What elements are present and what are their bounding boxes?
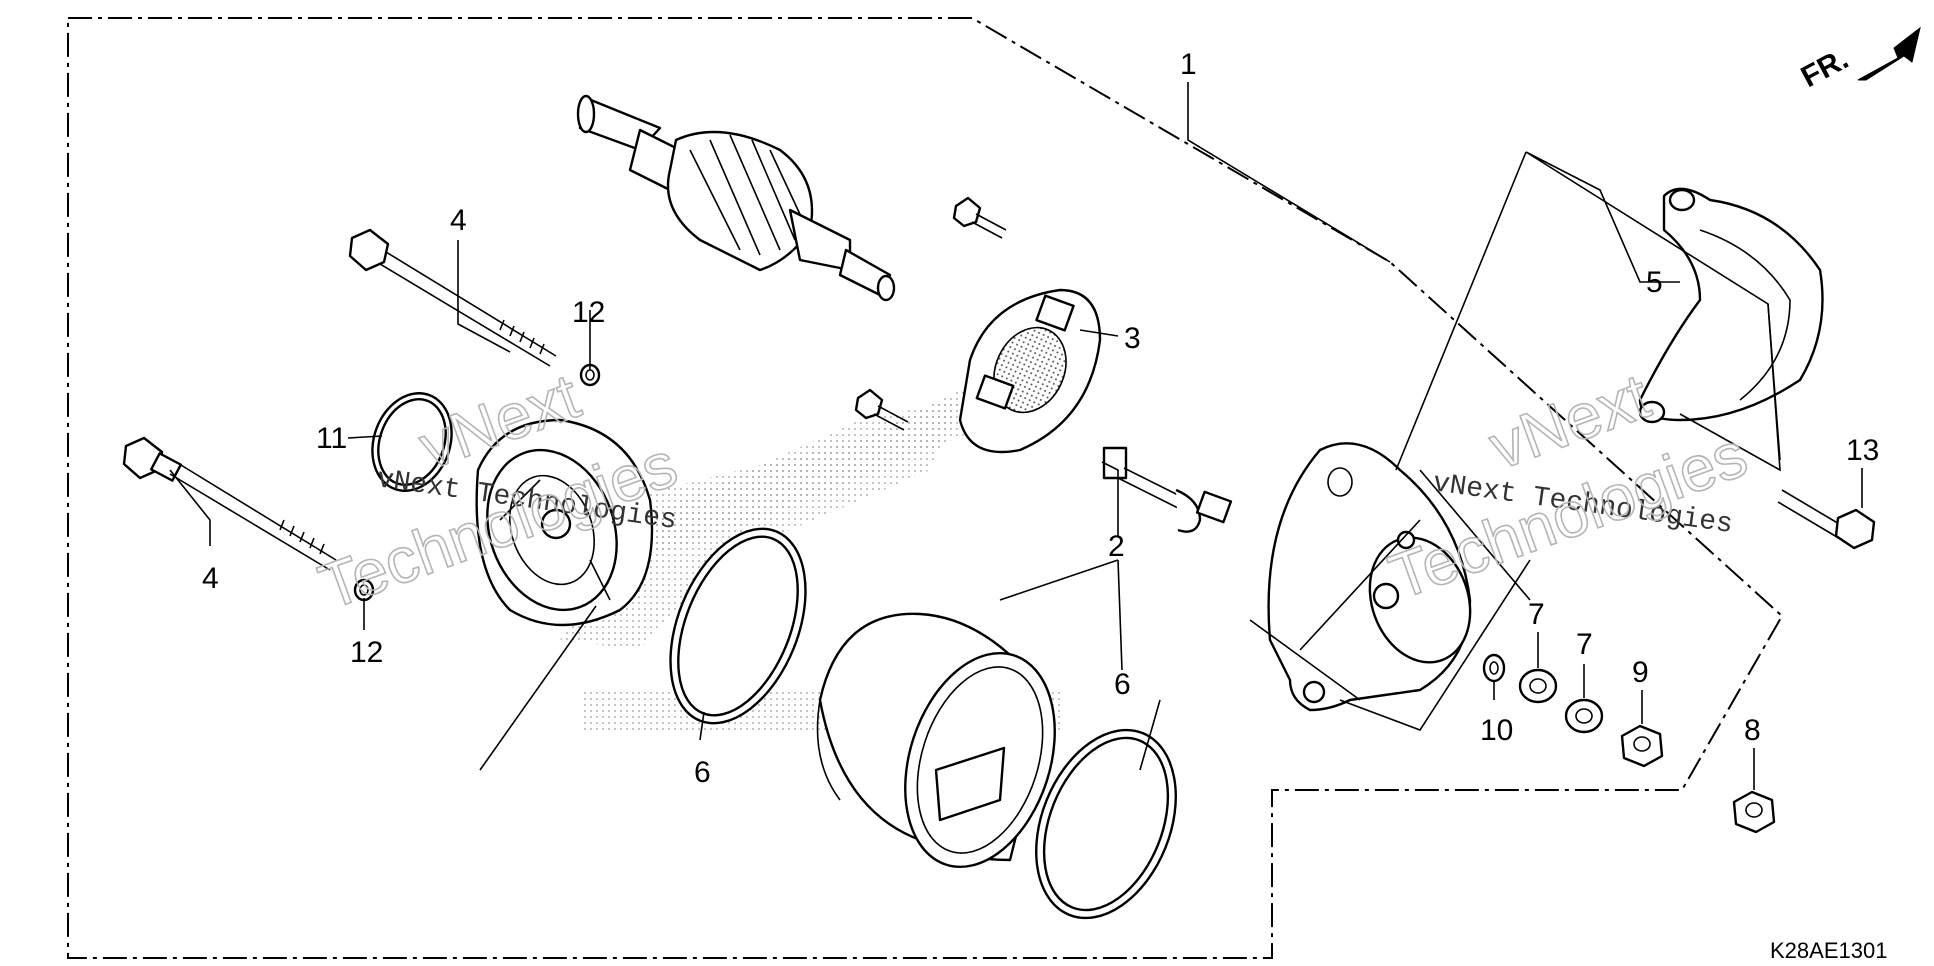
rear-cover	[475, 418, 654, 627]
callout-4a: 4	[450, 204, 467, 237]
terminal-bolt	[1102, 446, 1233, 533]
long-bolt-lower	[122, 436, 337, 571]
armature	[576, 94, 896, 302]
bushing-7b	[1564, 698, 1604, 734]
gasket-ring-right	[1035, 728, 1177, 920]
callout-6b: 6	[1114, 668, 1131, 701]
long-bolt-upper	[348, 228, 557, 367]
callout-10: 10	[1480, 714, 1513, 747]
nut-8	[1732, 790, 1776, 834]
callout-6a: 6	[694, 756, 711, 789]
callout-12b: 12	[350, 636, 383, 669]
leader-lines	[169, 82, 1863, 790]
callout-13: 13	[1846, 434, 1879, 467]
front-bracket	[1267, 442, 1472, 712]
callout-7a: 7	[1528, 598, 1545, 631]
gasket-ring-left	[669, 527, 807, 725]
flange-bolt	[1777, 489, 1876, 550]
callout-5: 5	[1646, 266, 1663, 299]
callout-7b: 7	[1576, 628, 1593, 661]
callout-labels: 1 2 3 4 4 5 6 6 7 7 8 9 10 11 12 12 13	[202, 48, 1879, 789]
callout-12a: 12	[572, 296, 605, 329]
yoke	[816, 612, 1056, 869]
direction-label: FR.	[1796, 42, 1854, 94]
screw-upper	[952, 196, 1007, 239]
callout-11: 11	[316, 422, 347, 455]
callout-8: 8	[1744, 714, 1761, 747]
direction-arrow-icon	[1857, 26, 1921, 81]
callout-4b: 4	[202, 562, 219, 595]
callout-2: 2	[1108, 530, 1125, 563]
assembly-boundary	[67, 17, 1784, 959]
callout-9: 9	[1632, 656, 1649, 689]
callout-3: 3	[1124, 322, 1141, 355]
reference-code: K28AE1301	[1770, 938, 1887, 963]
brush-holder	[958, 288, 1102, 454]
o-ring	[371, 392, 453, 492]
insulator-cover	[1638, 187, 1824, 424]
callout-1: 1	[1180, 48, 1197, 81]
screw-lower	[854, 388, 909, 431]
nut-9	[1620, 724, 1664, 768]
washer-10	[1482, 653, 1506, 683]
bushing-7a	[1518, 668, 1558, 704]
front-direction-indicator: FR.	[1796, 26, 1921, 94]
